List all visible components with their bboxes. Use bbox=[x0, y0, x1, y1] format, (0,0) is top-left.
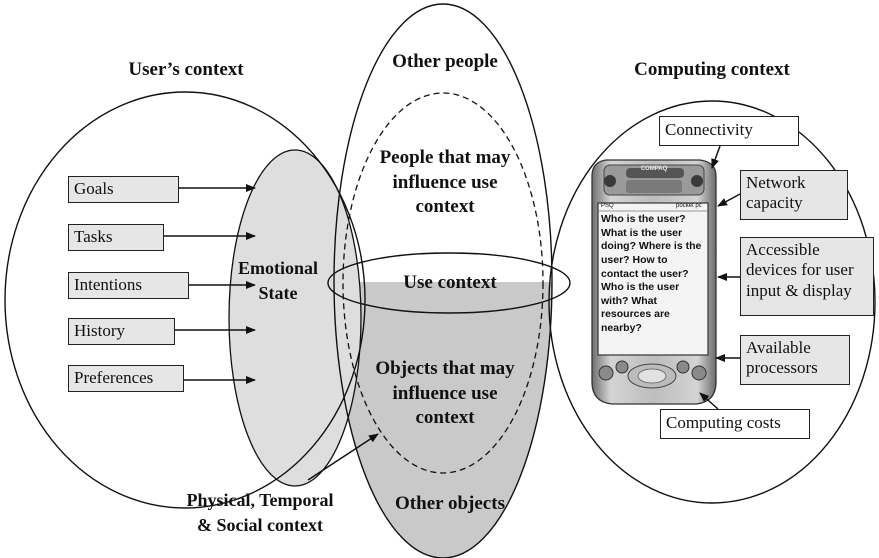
dashed-context-ellipse bbox=[342, 92, 544, 474]
emotional-state-ellipse bbox=[228, 149, 362, 487]
emotional-state-label: Emotional State bbox=[237, 258, 318, 304]
network-capacity-box: Network capacity bbox=[740, 170, 848, 220]
physical-temporal-social-label: Physical, Temporal & Social context bbox=[186, 490, 334, 536]
users-context-title: User’s context bbox=[128, 59, 244, 80]
pda-screen-header-right: pocket pc bbox=[676, 203, 702, 209]
computing-context-circle bbox=[548, 100, 876, 504]
accessible-devices-box: Accessible devices for user input & disp… bbox=[740, 237, 874, 316]
computing-context-title: Computing context bbox=[634, 59, 790, 80]
pda-device bbox=[591, 159, 717, 405]
history-box: History bbox=[68, 318, 175, 345]
users-context-circle bbox=[4, 91, 366, 509]
pda-screen-text: Who is the user? What is the user doing?… bbox=[601, 213, 702, 335]
pda-brand: COMPAQ bbox=[640, 166, 668, 172]
other-people-title: Other people bbox=[392, 51, 498, 72]
connectivity-box: Connectivity bbox=[659, 116, 799, 146]
people-influence-label: People that may influence use context bbox=[379, 147, 511, 218]
available-processors-box: Available processors bbox=[740, 335, 850, 385]
computing-costs-box: Computing costs bbox=[660, 409, 810, 439]
tasks-box: Tasks bbox=[68, 224, 164, 251]
pda-screen-header-left: PSQ bbox=[601, 203, 614, 209]
intentions-box: Intentions bbox=[68, 272, 189, 299]
arrow-connectivity bbox=[711, 145, 721, 169]
central-ellipse bbox=[333, 3, 553, 558]
use-context-label: Use context bbox=[403, 272, 497, 293]
arrow-physical-context bbox=[307, 433, 379, 481]
goals-box: Goals bbox=[68, 176, 179, 203]
arrow-costs bbox=[699, 392, 719, 410]
other-objects-title: Other objects bbox=[395, 493, 505, 514]
arrow-network bbox=[717, 193, 741, 207]
objects-influence-label: Objects that may influence use context bbox=[375, 358, 515, 429]
preferences-box: Preferences bbox=[68, 365, 184, 392]
use-context-ellipse bbox=[327, 252, 571, 314]
